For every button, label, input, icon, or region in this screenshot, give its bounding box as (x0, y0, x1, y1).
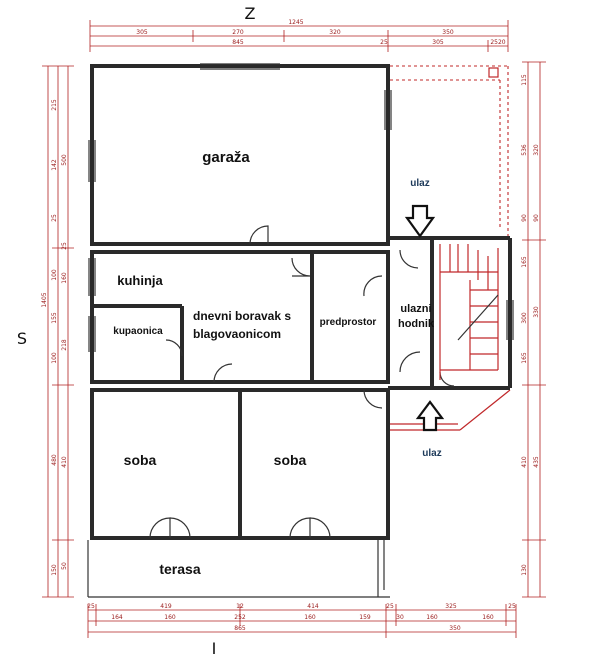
dim-left-inner-4: 218 (61, 339, 68, 351)
right-dimension-lines (522, 61, 546, 598)
dim-top-sub-2: 25 (380, 39, 388, 46)
dim-right-1: 115 (521, 74, 528, 86)
dim-left-2: 142 (51, 159, 58, 171)
dim-bottom-3: 12 (236, 603, 244, 610)
dim-bottom-6: 325 (445, 603, 457, 610)
dim-top-1: 305 (136, 29, 148, 36)
dim-right-inner-4: 435 (533, 456, 540, 468)
room-label-living-line1: dnevni boravak s (193, 309, 291, 323)
dim-bottom-r2-2: 160 (164, 614, 176, 621)
compass-south-label: I (212, 639, 217, 657)
room-label-kitchen: kuhinja (117, 273, 163, 288)
dim-left-inner-2: 25 (61, 242, 68, 250)
dim-left-inner-1: 500 (61, 154, 68, 166)
dim-bottom-r2-5: 159 (359, 614, 371, 621)
dim-left-inner-5: 410 (61, 456, 68, 468)
entry-label-upper: ulaz (410, 178, 429, 189)
dim-bottom-1: 25 (87, 603, 95, 610)
dim-bottom-4: 414 (307, 603, 319, 610)
dim-top-total: 1245 (288, 19, 303, 26)
bottom-dimension-lines (87, 604, 517, 638)
terrace-outline (87, 540, 390, 598)
dim-right-3: 90 (521, 214, 528, 222)
room-label-terrace: terasa (159, 561, 200, 577)
arrow-down-icon (404, 204, 436, 238)
room-label-bedroom-left: soba (124, 452, 157, 468)
left-dimension-lines (42, 65, 74, 598)
dim-top-4: 350 (442, 29, 454, 36)
dim-left-inner-6: 50 (61, 562, 68, 570)
dim-bottom-5: 25 (386, 603, 394, 610)
room-label-hall-line1: ulazni (400, 303, 431, 315)
dim-bottom-r2-3: 252 (234, 614, 246, 621)
dim-bottom-r2-7: 160 (426, 614, 438, 621)
dim-bottom-r2-4: 160 (304, 614, 316, 621)
dim-left-5: 155 (51, 312, 58, 324)
entry-label-lower: ulaz (422, 448, 441, 459)
dim-right-2: 536 (521, 144, 528, 156)
staircase (439, 244, 499, 380)
room-label-bathroom: kupaonica (113, 326, 163, 337)
dim-top-3: 320 (329, 29, 341, 36)
room-label-living-line2: blagovaonicom (193, 327, 281, 341)
dim-bottom-r2-8: 160 (482, 614, 494, 621)
dim-top-2: 270 (232, 29, 244, 36)
dim-bottom-total-1: 865 (234, 625, 246, 632)
entrance-canopy-outline (388, 65, 511, 431)
room-label-hallway-front: predprostor (320, 317, 377, 328)
compass-west-label: S (17, 329, 27, 348)
dim-right-inner-1: 320 (533, 144, 540, 156)
dim-right-8: 130 (521, 564, 528, 576)
top-dimension-lines (89, 20, 509, 52)
dim-bottom-r2-6: 30 (396, 614, 404, 621)
dim-right-7: 410 (521, 456, 528, 468)
arrow-up-icon (415, 400, 445, 432)
room-label-bedroom-right: soba (274, 452, 307, 468)
dim-bottom-r2-1: 164 (111, 614, 123, 621)
dim-top-sub-4: 2520 (490, 39, 505, 46)
windows (88, 63, 514, 352)
dim-right-5: 300 (521, 312, 528, 324)
dim-right-6: 165 (521, 352, 528, 364)
dim-bottom-7: 25 (508, 603, 516, 610)
doors (149, 225, 455, 539)
room-label-garage: garaža (202, 149, 250, 166)
interior-walls (92, 238, 434, 538)
dim-right-inner-2: 90 (533, 214, 540, 222)
compass-north-label: Z (245, 4, 256, 23)
dim-left-7: 480 (51, 454, 58, 466)
dim-left-6: 100 (51, 352, 58, 364)
dim-top-sub-3: 305 (432, 39, 444, 46)
dim-left-3: 25 (51, 214, 58, 222)
dim-bottom-total-2: 350 (449, 625, 461, 632)
dim-left-total: 1405 (41, 292, 48, 307)
dim-right-4: 165 (521, 256, 528, 268)
dim-left-4: 100 (51, 269, 58, 281)
dim-bottom-2: 419 (160, 603, 172, 610)
room-label-hall-line2: hodnik (398, 318, 435, 330)
dim-left-inner-3: 160 (61, 272, 68, 284)
dim-left-8: 150 (51, 564, 58, 576)
dim-right-inner-3: 330 (533, 306, 540, 318)
dim-left-1: 215 (51, 99, 58, 111)
dim-top-sub-1: 845 (232, 39, 244, 46)
